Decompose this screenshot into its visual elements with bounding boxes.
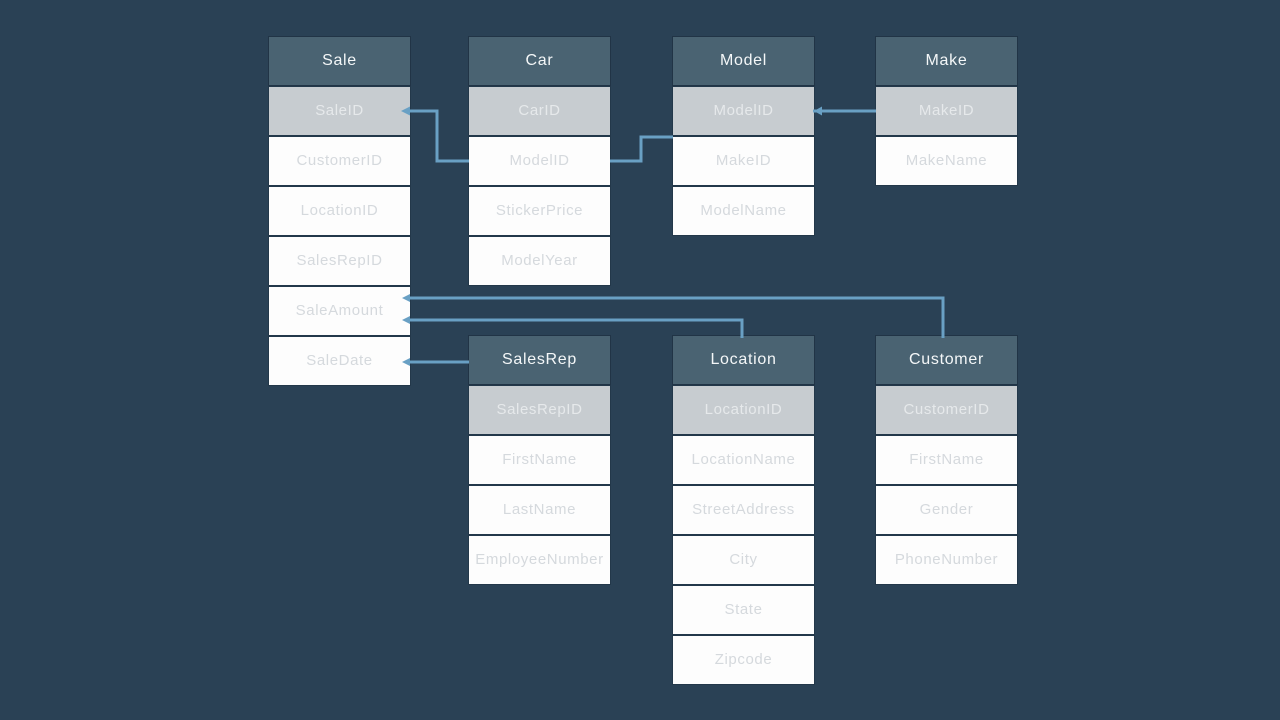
field-row-car-stickerprice: StickerPrice (469, 187, 610, 235)
table-header-sale: Sale (269, 37, 410, 85)
field-row-customer-gender: Gender (876, 486, 1017, 534)
table-header-customer: Customer (876, 336, 1017, 384)
field-row-location-locationname: LocationName (673, 436, 814, 484)
table-header-salesrep: SalesRep (469, 336, 610, 384)
field-row-customer-customerid: CustomerID (876, 386, 1017, 434)
field-row-sale-customerid: CustomerID (269, 137, 410, 185)
field-row-location-locationid: LocationID (673, 386, 814, 434)
field-row-customer-firstname: FirstName (876, 436, 1017, 484)
field-row-location-streetaddress: StreetAddress (673, 486, 814, 534)
field-row-location-city: City (673, 536, 814, 584)
field-row-sale-saleid: SaleID (269, 87, 410, 135)
field-row-salesrep-salesrepid: SalesRepID (469, 386, 610, 434)
field-row-sale-locationid: LocationID (269, 187, 410, 235)
table-header-location: Location (673, 336, 814, 384)
field-row-sale-saleamount: SaleAmount (269, 287, 410, 335)
field-row-salesrep-lastname: LastName (469, 486, 610, 534)
field-row-model-makeid: MakeID (673, 137, 814, 185)
field-row-location-state: State (673, 586, 814, 634)
field-row-salesrep-employeenumber: EmployeeNumber (469, 536, 610, 584)
field-row-car-carid: CarID (469, 87, 610, 135)
table-header-make: Make (876, 37, 1017, 85)
field-row-model-modelname: ModelName (673, 187, 814, 235)
field-row-car-modelid: ModelID (469, 137, 610, 185)
connector-car-model (610, 135, 673, 163)
connector-sale-car (410, 109, 469, 163)
table-header-car: Car (469, 37, 610, 85)
connector-sale-customer (410, 296, 945, 338)
field-row-make-makeid: MakeID (876, 87, 1017, 135)
table-header-model: Model (673, 37, 814, 85)
field-row-sale-salesrepid: SalesRepID (269, 237, 410, 285)
field-row-customer-phonenumber: PhoneNumber (876, 536, 1017, 584)
field-row-sale-saledate: SaleDate (269, 337, 410, 385)
field-row-model-modelid: ModelID (673, 87, 814, 135)
field-row-car-modelyear: ModelYear (469, 237, 610, 285)
field-row-salesrep-firstname: FirstName (469, 436, 610, 484)
field-row-make-makename: MakeName (876, 137, 1017, 185)
arrow-tip-modelid (814, 106, 822, 116)
field-row-location-zipcode: Zipcode (673, 636, 814, 684)
